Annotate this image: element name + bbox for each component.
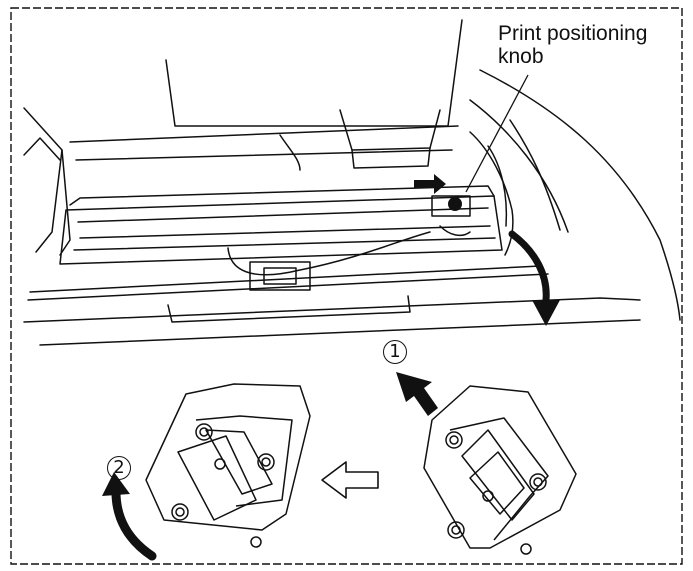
- step2-arrow: [111, 487, 157, 561]
- print-positioning-knob-label: Print positioning knob: [498, 22, 647, 68]
- printer-lid: [165, 19, 463, 127]
- print-positioning-knob: [448, 197, 462, 211]
- callout-line1: Print positioning: [498, 22, 648, 45]
- transition-arrow: [321, 461, 379, 499]
- ribbon-cable: [227, 231, 431, 276]
- callout-line2: knob: [498, 45, 544, 68]
- lever-rotate-arrow: [508, 230, 550, 304]
- knob-leader-line: [465, 74, 529, 193]
- knob-push-arrow: [414, 174, 446, 194]
- carriage-head-right: [423, 385, 577, 555]
- step-2-marker: 2: [107, 456, 131, 480]
- printer-body: [23, 19, 681, 346]
- diagram-border: [10, 7, 683, 565]
- platen-frame: [59, 195, 503, 265]
- step1-arrow: [396, 372, 438, 416]
- step-1-marker: 1: [383, 340, 407, 364]
- carriage-head-left: [145, 383, 311, 548]
